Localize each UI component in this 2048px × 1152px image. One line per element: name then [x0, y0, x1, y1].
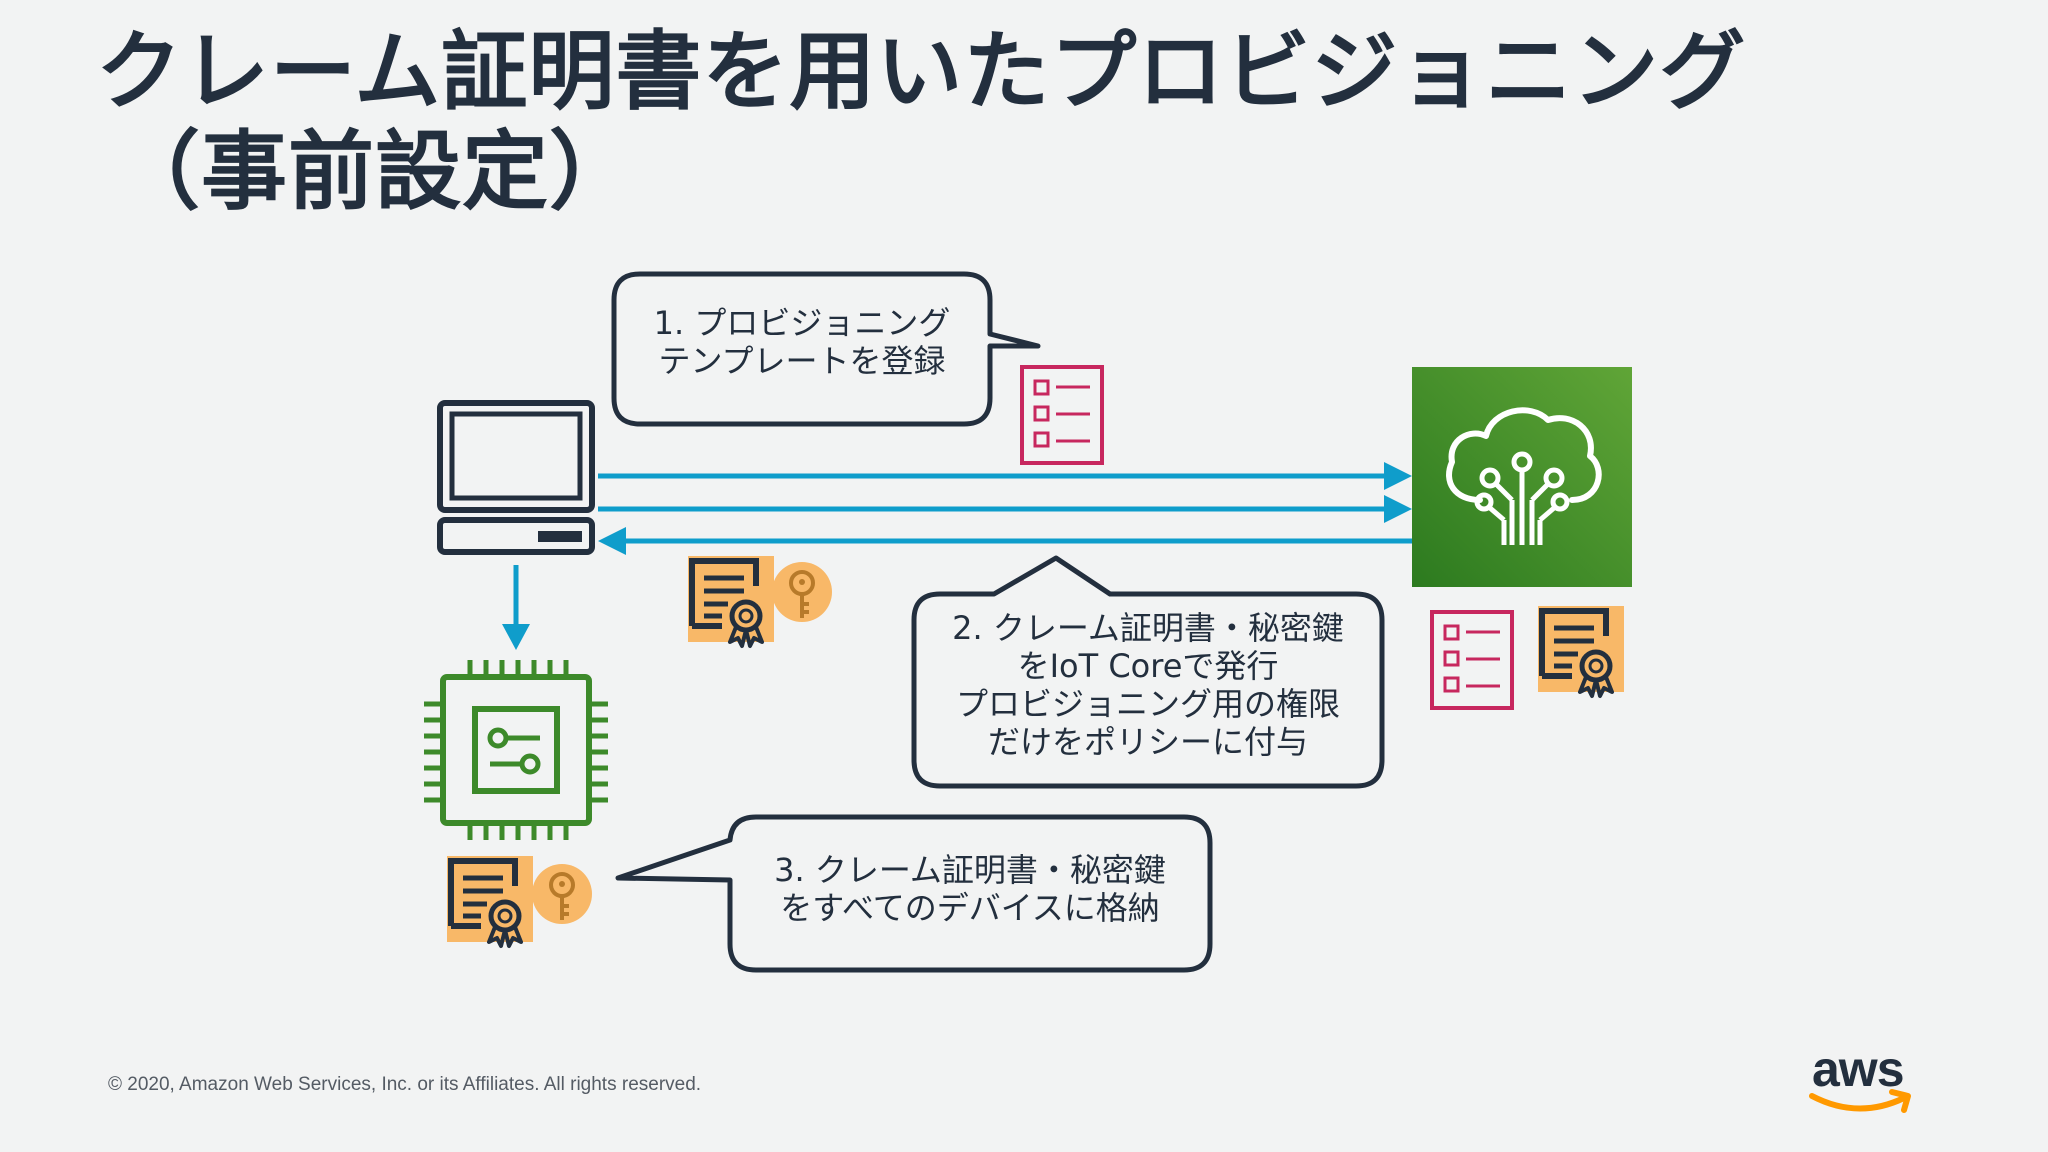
step1-text: 1. プロビジョニング テンプレートを登録 [614, 304, 990, 380]
copyright-footer: © 2020, Amazon Web Services, Inc. or its… [108, 1074, 702, 1095]
arrow-to-device [502, 565, 530, 650]
certificate-icon-device [447, 856, 533, 946]
aws-logo-text: aws [1812, 1041, 1905, 1097]
speech-bubble-step1 [611, 271, 1041, 427]
step2-line3: プロビジョニング用の権限 [955, 685, 1340, 723]
template-icon-top [1020, 365, 1104, 465]
step2-line4: だけをポリシーに付与 [987, 723, 1308, 761]
step2-line2: をIoT Coreで発行 [1017, 647, 1279, 685]
title-line-1: クレーム証明書を用いたプロビジョニング [96, 22, 1747, 122]
step3-line2: をすべてのデバイスに格納 [780, 889, 1160, 927]
aws-smile-icon [1809, 1089, 1911, 1113]
step1-line2: テンプレートを登録 [658, 342, 946, 380]
step3-line1: 3. クレーム証明書・秘密鍵 [774, 851, 1166, 889]
certificate-icon-arrow [688, 556, 774, 646]
key-icon-device [530, 862, 594, 926]
aws-logo: aws [1809, 1040, 1911, 1113]
step2-text: 2. クレーム証明書・秘密鍵 をIoT Coreで発行 プロビジョニング用の権限… [914, 609, 1382, 761]
step1-line1: 1. プロビジョニング [653, 304, 951, 342]
laptop-icon [437, 400, 595, 555]
key-icon-arrow [770, 560, 834, 624]
arrow-to-iot-2 [598, 495, 1412, 523]
template-icon-iot [1430, 610, 1514, 710]
slide-title: クレーム証明書を用いたプロビジョニング （事前設定） [96, 22, 1746, 222]
speech-bubble-step2 [911, 555, 1385, 789]
arrow-from-iot [598, 527, 1412, 555]
certificate-icon-iot [1538, 606, 1624, 696]
title-line-2: （事前設定） [114, 122, 636, 222]
arrow-to-iot-1 [598, 462, 1412, 490]
microcontroller-chip-icon [424, 660, 608, 840]
step2-line1: 2. クレーム証明書・秘密鍵 [952, 609, 1344, 647]
iot-core-cloud-icon [1412, 367, 1632, 587]
speech-bubble-step3 [615, 814, 1213, 973]
step3-text: 3. クレーム証明書・秘密鍵 をすべてのデバイスに格納 [730, 851, 1210, 927]
